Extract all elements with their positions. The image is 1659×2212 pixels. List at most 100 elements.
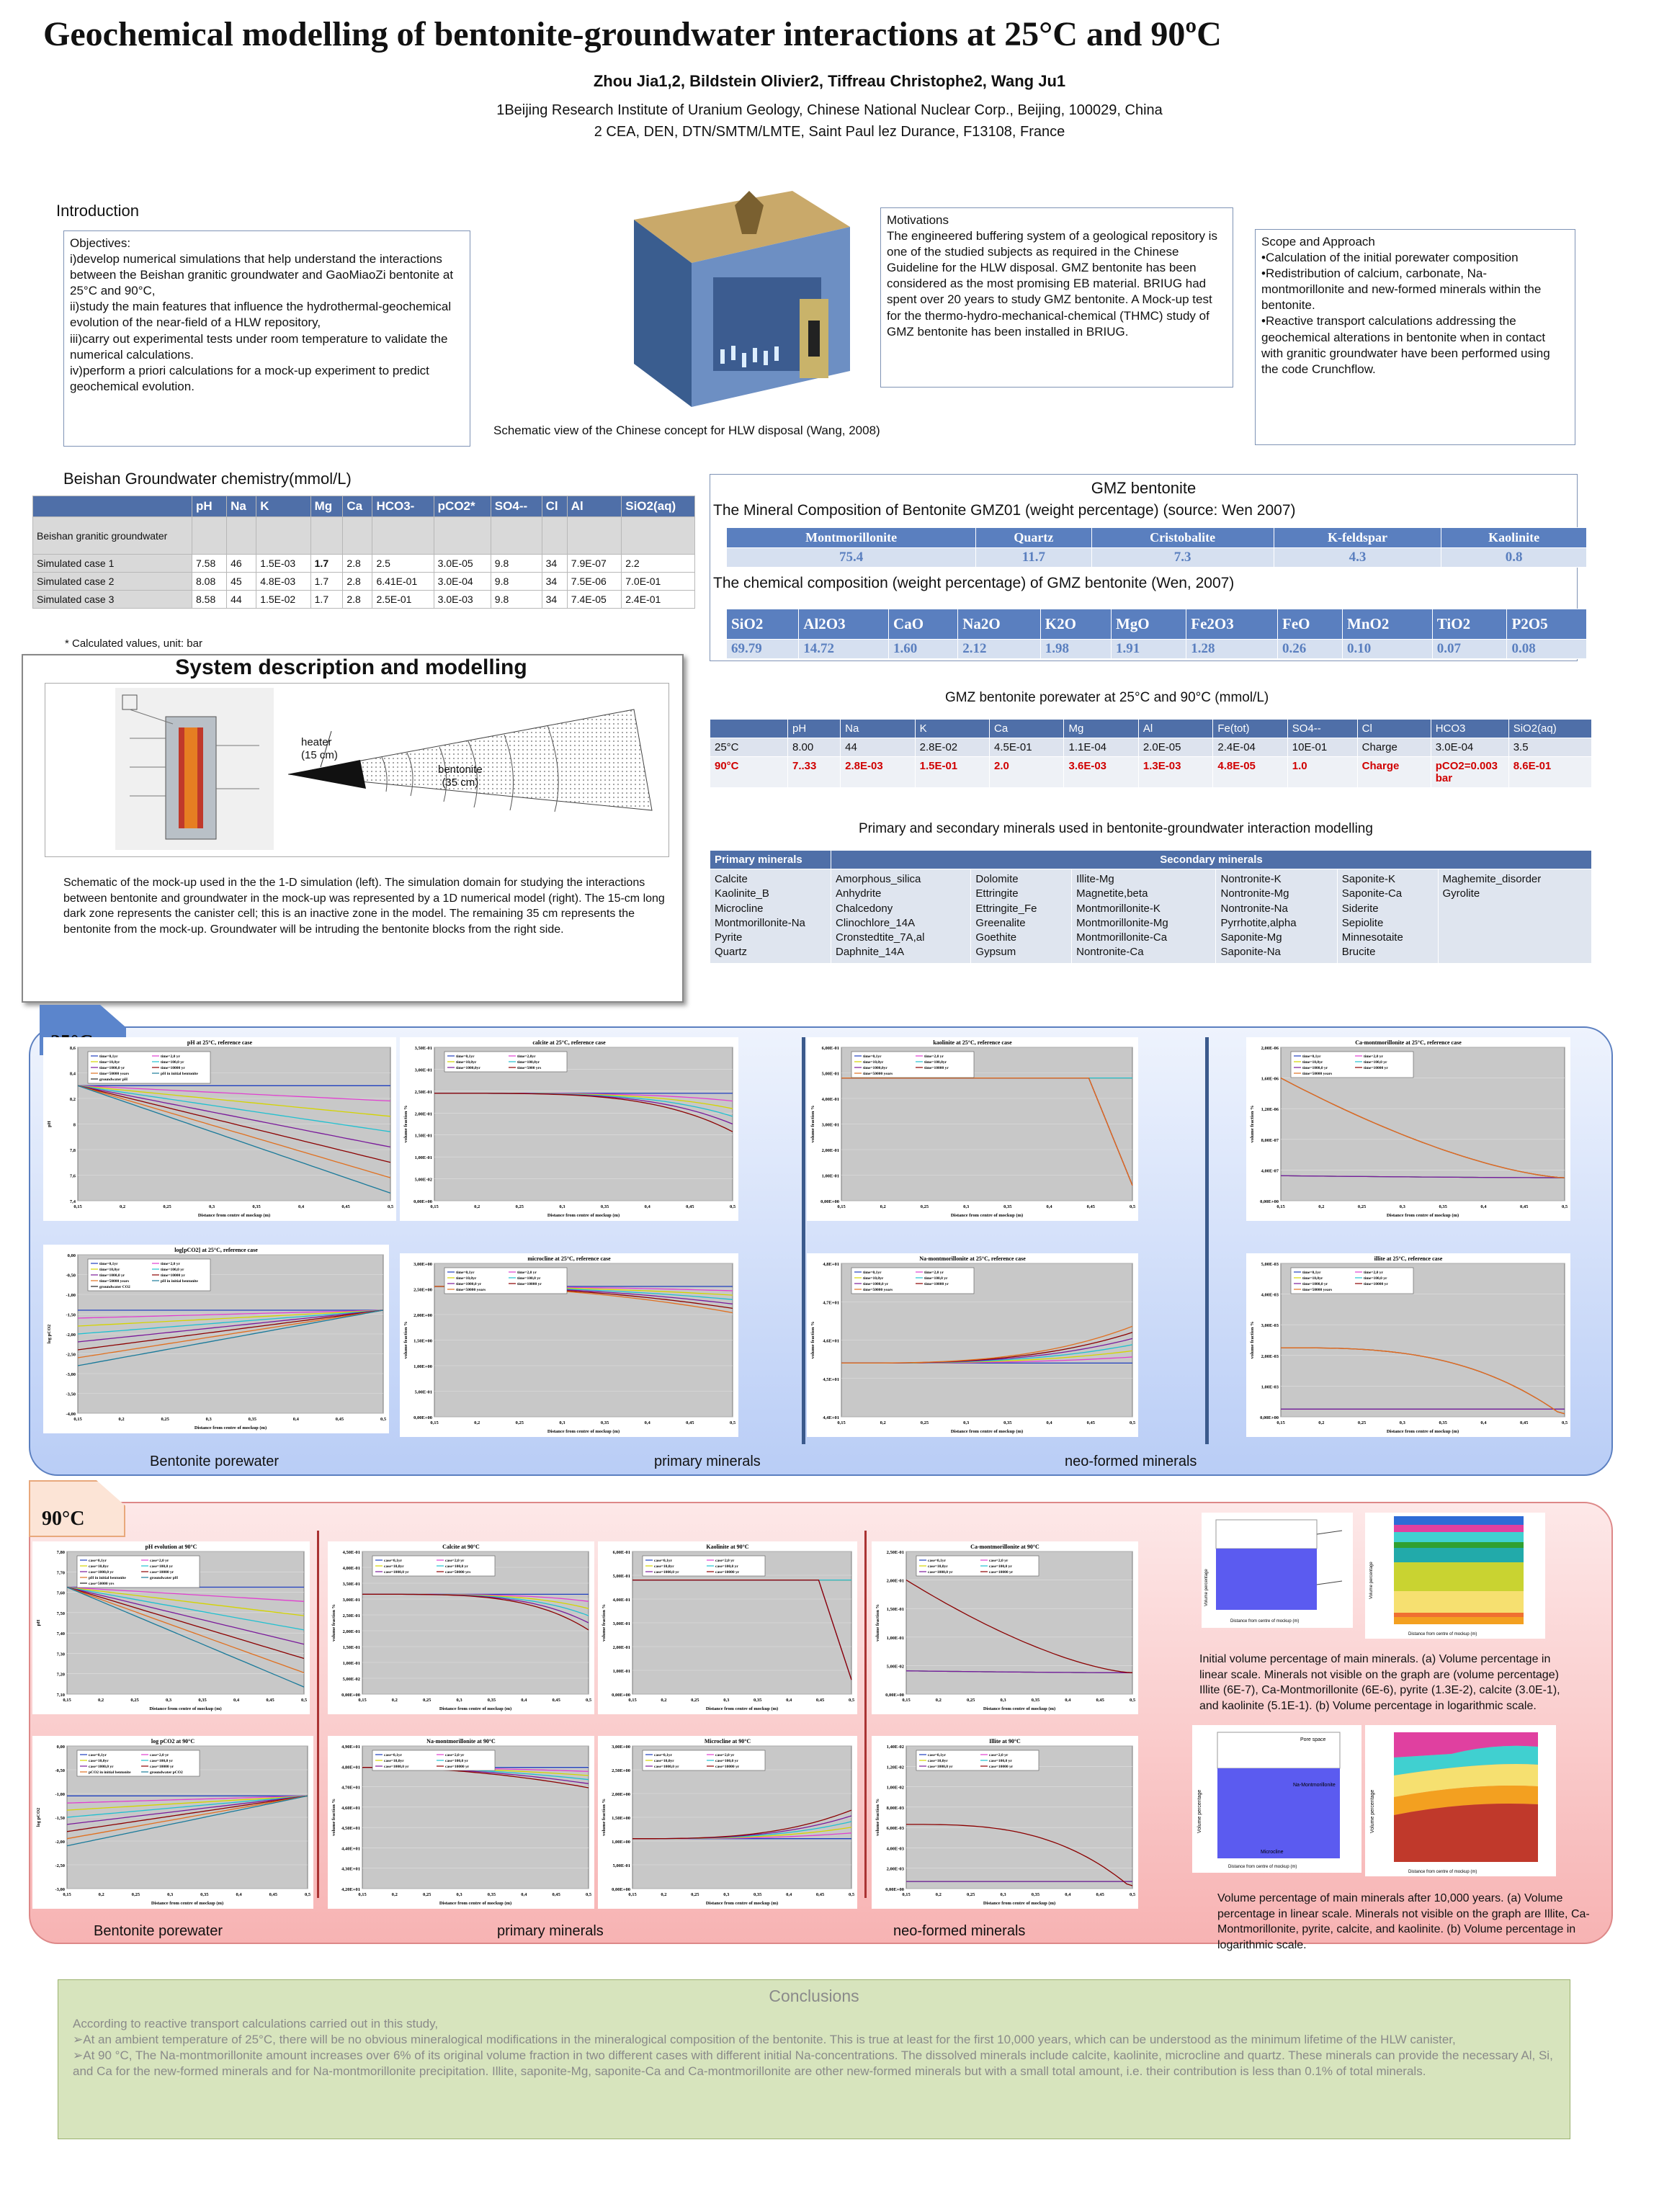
y-tick-label: 2,00E-01 — [415, 1111, 432, 1116]
legend-label: time=1000,0yr — [456, 1066, 480, 1070]
table-cell: 3.0E-03 — [433, 590, 491, 609]
line-chart: Microcline at 90°C3,00E+002,50E+002,00E+… — [598, 1736, 857, 1909]
vol-ylabel-1: Volume percentage — [1204, 1569, 1209, 1606]
chem-value: 0.08 — [1506, 639, 1587, 659]
objectives-title: Objectives: — [70, 236, 131, 250]
system-title: System description and modelling — [175, 655, 527, 679]
chart-title: microcline at 25°C, reference case — [527, 1255, 611, 1262]
chart-legend — [76, 1555, 200, 1588]
list-item: Ettringite — [975, 887, 1019, 900]
pw-header: HCO3 — [1430, 719, 1509, 738]
series-line — [632, 1579, 852, 1680]
legend-label: time=10,0yr — [456, 1276, 477, 1281]
x-tick-label: 0,25 — [1358, 1420, 1367, 1425]
x-tick-label: 0,35 — [488, 1892, 496, 1897]
y-axis-label: volume fraction % — [331, 1604, 336, 1642]
legend-label: case=0,1yr — [384, 1753, 403, 1757]
y-tick-label: 4,00E-03 — [1261, 1293, 1279, 1298]
legend-label: time=100,0 yr — [161, 1060, 184, 1065]
y-tick-label: 3,50E-01 — [415, 1046, 432, 1051]
system-caption: Schematic of the mock-up used in the the… — [63, 877, 665, 936]
x-tick-label: 0,5 — [1562, 1420, 1568, 1425]
x-tick-label: 0,3 — [559, 1420, 565, 1425]
legend-label: time=100,0yr — [924, 1060, 947, 1065]
line-chart: microcline at 25°C, reference case3,00E+… — [400, 1253, 738, 1437]
legend-label: time=0,1yr — [456, 1271, 475, 1275]
y-tick-label: 3,00E-01 — [613, 1621, 630, 1626]
x-tick-label: 0,2 — [936, 1698, 942, 1703]
chart-legend — [1290, 1267, 1414, 1294]
legend-label: time=0,1yr — [456, 1054, 475, 1059]
y-tick-label: 4,50E-01 — [343, 1550, 360, 1555]
x-tick-label: 0,3 — [1001, 1698, 1007, 1703]
y-tick-label: 5,00E-02 — [415, 1178, 432, 1183]
y-tick-label: 0,00E+00 — [885, 1693, 904, 1698]
y-tick-label: 4,5E+01 — [823, 1377, 839, 1382]
chart-title: Ca-montmorillonite at 25°C, reference ca… — [1355, 1039, 1462, 1046]
x-tick-label: 0,15 — [63, 1892, 71, 1897]
x-tick-label: 0,35 — [1439, 1204, 1447, 1209]
final-log-chart: Distance from centre of mockup (m) Volum… — [1365, 1725, 1556, 1876]
table-cell: 2.8 — [342, 554, 373, 573]
legend-label: pH in initial bentonite — [161, 1072, 198, 1076]
table-cell: 2.2 — [621, 554, 695, 573]
line-chart: Ca-montmorillonite at 90°C2,50E-012,00E-… — [872, 1541, 1138, 1714]
chart-title: Kaolinite at 90°C — [706, 1544, 748, 1550]
objective-4: iv)perform a priori calculations for a m… — [70, 363, 429, 393]
vol-xlabel-1: Distance from centre of mockup (m) — [1230, 1619, 1299, 1624]
gw-header-pco2: pCO2* — [433, 496, 491, 517]
x-axis-label: Distance from centre of mockup (m) — [706, 1901, 778, 1906]
x-tick-label: 0,3 — [723, 1892, 730, 1897]
chem-header: SiO2 — [725, 609, 800, 640]
list-item: Illite-Mg — [1076, 873, 1114, 885]
y-tick-label: 4,60E+01 — [341, 1806, 360, 1811]
list-item: Nontronite-Ca — [1076, 946, 1144, 959]
x-tick-label: 0,35 — [1003, 1204, 1012, 1209]
table-cell: 44 — [840, 738, 916, 757]
pw-header: SO4-- — [1287, 719, 1358, 738]
scope-item-3: •Reactive transport calculations address… — [1261, 314, 1550, 376]
series-line — [66, 1586, 305, 1616]
y-tick-label: 4,00E-01 — [613, 1598, 630, 1603]
x-tick-label: 0,4 — [521, 1892, 527, 1897]
legend-label: time=100,0 yr — [924, 1276, 948, 1281]
list-item: Cronstedtite_7A,al — [836, 931, 925, 944]
y-tick-label: 5,00E-01 — [613, 1574, 630, 1579]
y-tick-label: 1,00E-01 — [887, 1636, 904, 1641]
y-tick-label: -2,00 — [66, 1333, 76, 1338]
x-tick-label: 0,15 — [902, 1892, 911, 1897]
y-tick-label: -2,00 — [55, 1840, 65, 1845]
legend-label: case=10000 yr — [715, 1765, 740, 1769]
table-cell: 34 — [541, 554, 568, 573]
label-porewater-25: Bentonite porewater — [150, 1454, 280, 1469]
vol-ylabel-4: Volume percentage — [1370, 1790, 1375, 1833]
y-tick-label: -3,50 — [66, 1392, 76, 1397]
x-tick-label: 0,45 — [1087, 1420, 1096, 1425]
chem-header: CaO — [888, 609, 959, 640]
legend-label: time=10,0yr — [99, 1268, 120, 1272]
x-tick-label: 0,15 — [628, 1698, 637, 1703]
chart-title: Na-montmorillonite at 25°C, reference ca… — [919, 1255, 1026, 1262]
series-line — [77, 1085, 391, 1102]
conclusions-title: Conclusions — [769, 1987, 859, 2005]
legend-label: time=10000 yr — [161, 1273, 185, 1278]
gw-row-label: Simulated case 3 — [32, 590, 192, 609]
x-tick-label: 0,2 — [474, 1204, 480, 1209]
x-tick-label: 0,35 — [1032, 1698, 1040, 1703]
y-tick-label: 1,40E-02 — [887, 1745, 904, 1750]
x-axis-label: Distance from centre of mockup (m) — [983, 1706, 1055, 1711]
legend-label: case=1000,0 yr — [654, 1765, 679, 1769]
series-line — [66, 1586, 305, 1631]
y-tick-label: 5,00E-02 — [887, 1664, 904, 1669]
table-cell: Charge — [1356, 738, 1431, 757]
y-tick-label: 2,50E+00 — [413, 1288, 432, 1293]
pore-space-label: Pore space — [1300, 1737, 1326, 1742]
chem-header: P2O5 — [1506, 609, 1587, 640]
x-tick-label: 0,35 — [249, 1417, 257, 1422]
legend-label: case=1000,0 yr — [384, 1765, 409, 1769]
conclusions-intro: According to reactive transport calculat… — [73, 2016, 439, 2030]
objective-1: i)develop numerical simulations that hel… — [70, 252, 454, 298]
series-line — [906, 1824, 1133, 1886]
x-tick-label: 0,15 — [73, 1417, 82, 1422]
gw-header-ph: pH — [191, 496, 228, 517]
